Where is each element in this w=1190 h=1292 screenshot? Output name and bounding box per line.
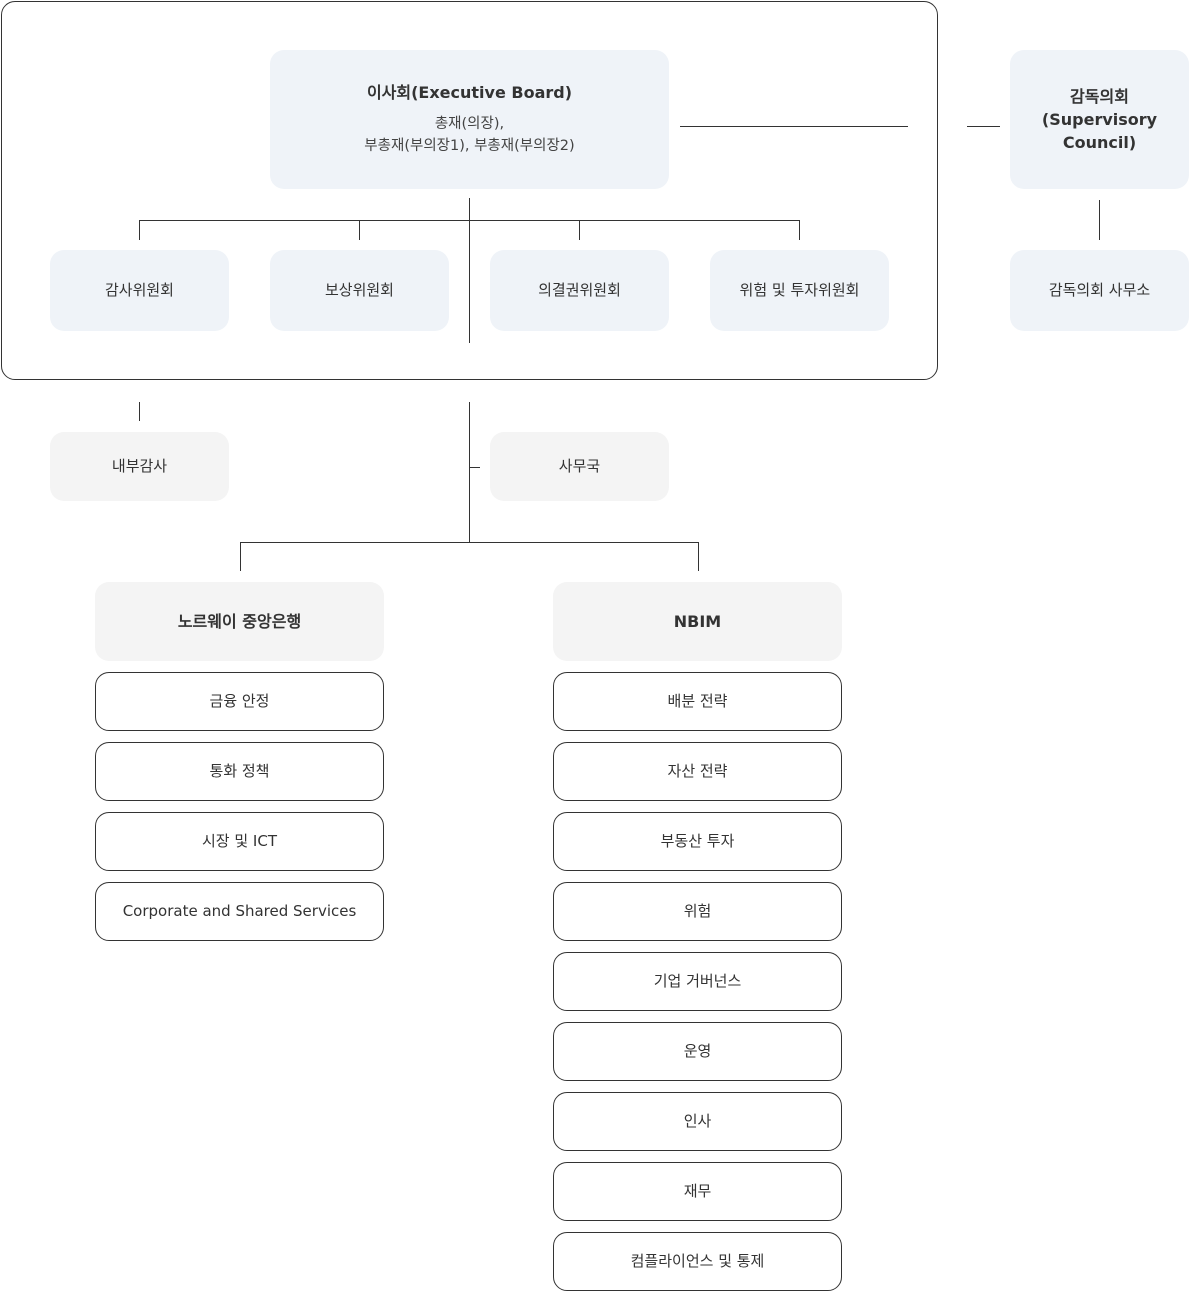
central-bank-dept[interactable]: 통화 정책 (95, 742, 384, 801)
committee-risk-investment[interactable]: 위험 및 투자위원회 (710, 250, 889, 331)
nbim-box[interactable]: NBIM (553, 582, 842, 661)
internal-audit-box[interactable]: 내부감사 (50, 432, 229, 501)
central-bank-dept[interactable]: 금융 안정 (95, 672, 384, 731)
central-bank-title: 노르웨이 중앙은행 (177, 611, 302, 631)
nbim-title: NBIM (673, 611, 722, 631)
committee-audit[interactable]: 감사위원회 (50, 250, 229, 331)
nbim-dept[interactable]: 위험 (553, 882, 842, 941)
supervisory-council-title-line3: Council) (1062, 133, 1137, 153)
supervisory-council-box[interactable]: 감독의회 (Supervisory Council) (1010, 50, 1189, 189)
connector-board-trunk (469, 198, 470, 343)
department-label: 기업 거버넌스 (653, 971, 742, 990)
department-label: 금융 안정 (209, 691, 270, 710)
connector-council-office (1099, 200, 1100, 240)
connector-secretariat (469, 467, 480, 468)
department-label: 배분 전략 (667, 691, 728, 710)
central-bank-dept[interactable]: 시장 및 ICT (95, 812, 384, 871)
central-bank-box[interactable]: 노르웨이 중앙은행 (95, 582, 384, 661)
committee-voting[interactable]: 의결권위원회 (490, 250, 669, 331)
department-label: 자산 전략 (667, 761, 728, 780)
committee-label: 의결권위원회 (538, 280, 621, 299)
department-label: 인사 (683, 1111, 712, 1130)
nbim-dept[interactable]: 컴플라이언스 및 통제 (553, 1232, 842, 1291)
nbim-dept[interactable]: 인사 (553, 1092, 842, 1151)
nbim-dept[interactable]: 운영 (553, 1022, 842, 1081)
department-label: 부동산 투자 (660, 831, 735, 850)
executive-board-members-line2: 부총재(부의장1), 부총재(부의장2) (364, 138, 575, 155)
committee-compensation[interactable]: 보상위원회 (270, 250, 449, 331)
secretariat-label: 사무국 (558, 456, 601, 475)
department-label: 재무 (683, 1181, 712, 1200)
department-label: 컴플라이언스 및 통제 (630, 1251, 765, 1270)
executive-board-members-line1: 총재(의장), (434, 116, 505, 133)
department-label: 통화 정책 (209, 761, 270, 780)
nbim-dept[interactable]: 기업 거버넌스 (553, 952, 842, 1011)
nbim-dept[interactable]: 재무 (553, 1162, 842, 1221)
executive-board-members: 총재(의장), 부총재(부의장1), 부총재(부의장2) (364, 114, 574, 158)
central-bank-dept[interactable]: Corporate and Shared Services (95, 882, 384, 941)
connector-central-bank-drop (240, 542, 241, 571)
executive-board-title: 이사회(Executive Board) (366, 83, 573, 103)
nbim-dept[interactable]: 자산 전략 (553, 742, 842, 801)
committee-label: 감사위원회 (104, 280, 174, 299)
executive-board-frame (1, 1, 938, 380)
connector-committee-drop (359, 220, 360, 240)
secretariat-box[interactable]: 사무국 (490, 432, 669, 501)
connector-committee-drop (799, 220, 800, 240)
internal-audit-label: 내부감사 (111, 456, 168, 475)
connector-board-council-b (967, 126, 1000, 127)
connector-audit-internal (139, 402, 140, 421)
department-label: 운영 (683, 1041, 712, 1060)
committee-label: 보상위원회 (324, 280, 394, 299)
connector-board-council-a (680, 126, 908, 127)
connector-trunk-lower (469, 402, 470, 542)
connector-committee-bus (139, 220, 800, 221)
connector-committee-drop (579, 220, 580, 240)
supervisory-council-title-line1: 감독의회 (1070, 86, 1129, 106)
department-label: Corporate and Shared Services (122, 901, 357, 920)
connector-org-bus (240, 542, 699, 543)
department-label: 위험 (683, 901, 712, 920)
supervisory-council-office-label: 감독의회 사무소 (1048, 280, 1151, 299)
executive-board-box[interactable]: 이사회(Executive Board) 총재(의장), 부총재(부의장1), … (270, 50, 669, 189)
department-label: 시장 및 ICT (202, 831, 277, 850)
supervisory-council-title-line2: (Supervisory (1041, 109, 1158, 129)
supervisory-council-office-box[interactable]: 감독의회 사무소 (1010, 250, 1189, 331)
committee-label: 위험 및 투자위원회 (739, 280, 860, 299)
connector-nbim-drop (698, 542, 699, 571)
nbim-dept[interactable]: 부동산 투자 (553, 812, 842, 871)
connector-committee-drop (139, 220, 140, 240)
nbim-dept[interactable]: 배분 전략 (553, 672, 842, 731)
